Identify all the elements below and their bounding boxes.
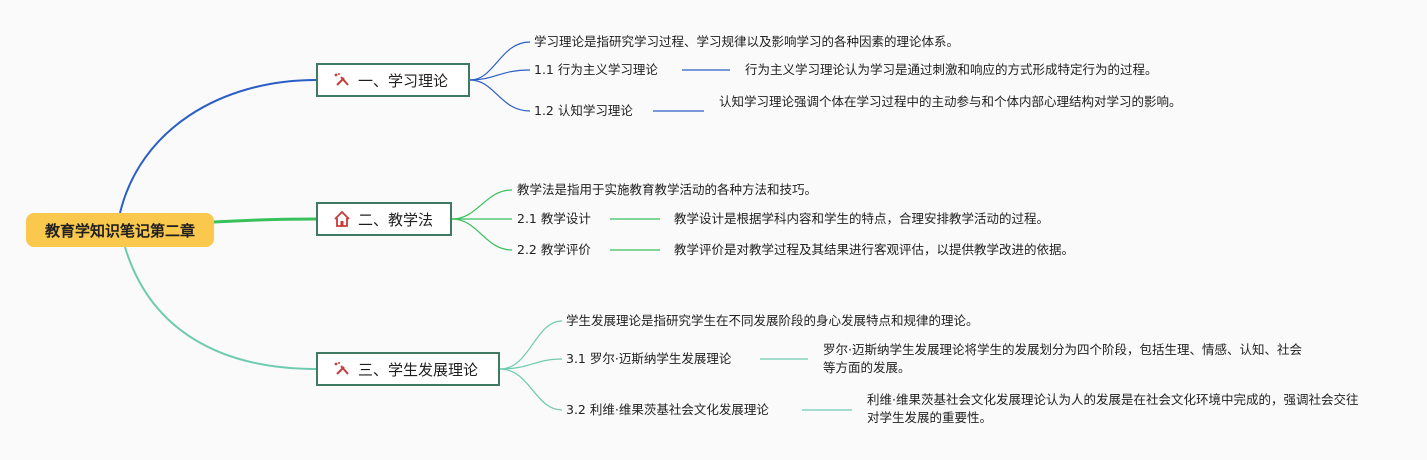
connector-b1-i2 <box>469 79 531 112</box>
connector-b3-def <box>499 320 563 370</box>
connector-b3-i2 <box>499 368 563 411</box>
connector-b3-i1 <box>499 358 563 370</box>
connector-b2-i2 <box>451 218 513 251</box>
connector-root-b1 <box>119 79 317 214</box>
subtopic-description: 认知学习理论强调个体在学习过程中的主动参与和个体内部心理结构对学习的影响。 <box>719 94 1182 109</box>
subtopic-title[interactable]: 1.1 行为主义学习理论 <box>534 62 658 77</box>
connector-b2-def <box>451 189 513 220</box>
branch-node-2[interactable]: 二、教学法 <box>316 202 452 236</box>
branch-label: 一、学习理论 <box>358 71 449 90</box>
branch-node-1[interactable]: 一、学习理论 <box>316 63 470 97</box>
subtopic-title[interactable]: 2.2 教学评价 <box>517 242 591 257</box>
root-node[interactable]: 教育学知识笔记第二章 <box>26 213 214 247</box>
subtopic-description: 行为主义学习理论认为学习是通过刺激和响应的方式形成特定行为的过程。 <box>745 62 1158 77</box>
subtopic-title[interactable]: 3.1 罗尔·迈斯纳学生发展理论 <box>566 351 732 366</box>
connector-root-b2 <box>213 217 317 224</box>
definition-text: 学生发展理论是指研究学生在不同发展阶段的身心发展特点和规律的理论。 <box>566 313 979 328</box>
tools-icon <box>332 70 352 90</box>
branch-label: 二、教学法 <box>358 210 434 229</box>
house-icon <box>332 209 352 229</box>
subtopic-description: 教学设计是根据学科内容和学生的特点，合理安排教学活动的过程。 <box>674 211 1050 226</box>
connector-b1-def <box>469 41 531 81</box>
subtopic-title[interactable]: 1.2 认知学习理论 <box>534 103 633 118</box>
branch-node-3[interactable]: 三、学生发展理论 <box>316 352 500 386</box>
connector-b1-i1 <box>469 69 531 81</box>
branch-label: 三、学生发展理论 <box>358 360 479 379</box>
subtopic-description: 利维·维果茨基社会文化发展理论认为人的发展是在社会文化环境中完成的，强调社会交往… <box>867 392 1359 425</box>
subtopic-description: 罗尔·迈斯纳学生发展理论将学生的发展划分为四个阶段，包括生理、情感、认知、社会等… <box>823 342 1302 375</box>
definition-text: 学习理论是指研究学习过程、学习规律以及影响学习的各种因素的理论体系。 <box>534 34 960 49</box>
connector-root-b3 <box>124 246 317 370</box>
subtopic-title[interactable]: 2.1 教学设计 <box>517 211 591 226</box>
definition-text: 教学法是指用于实施教育教学活动的各种方法和技巧。 <box>517 182 818 197</box>
subtopic-description: 教学评价是对教学过程及其结果进行客观评估，以提供教学改进的依据。 <box>674 242 1075 257</box>
subtopic-title[interactable]: 3.2 利维·维果茨基社会文化发展理论 <box>566 402 769 417</box>
tools-icon <box>332 359 352 379</box>
root-title: 教育学知识笔记第二章 <box>44 221 195 240</box>
